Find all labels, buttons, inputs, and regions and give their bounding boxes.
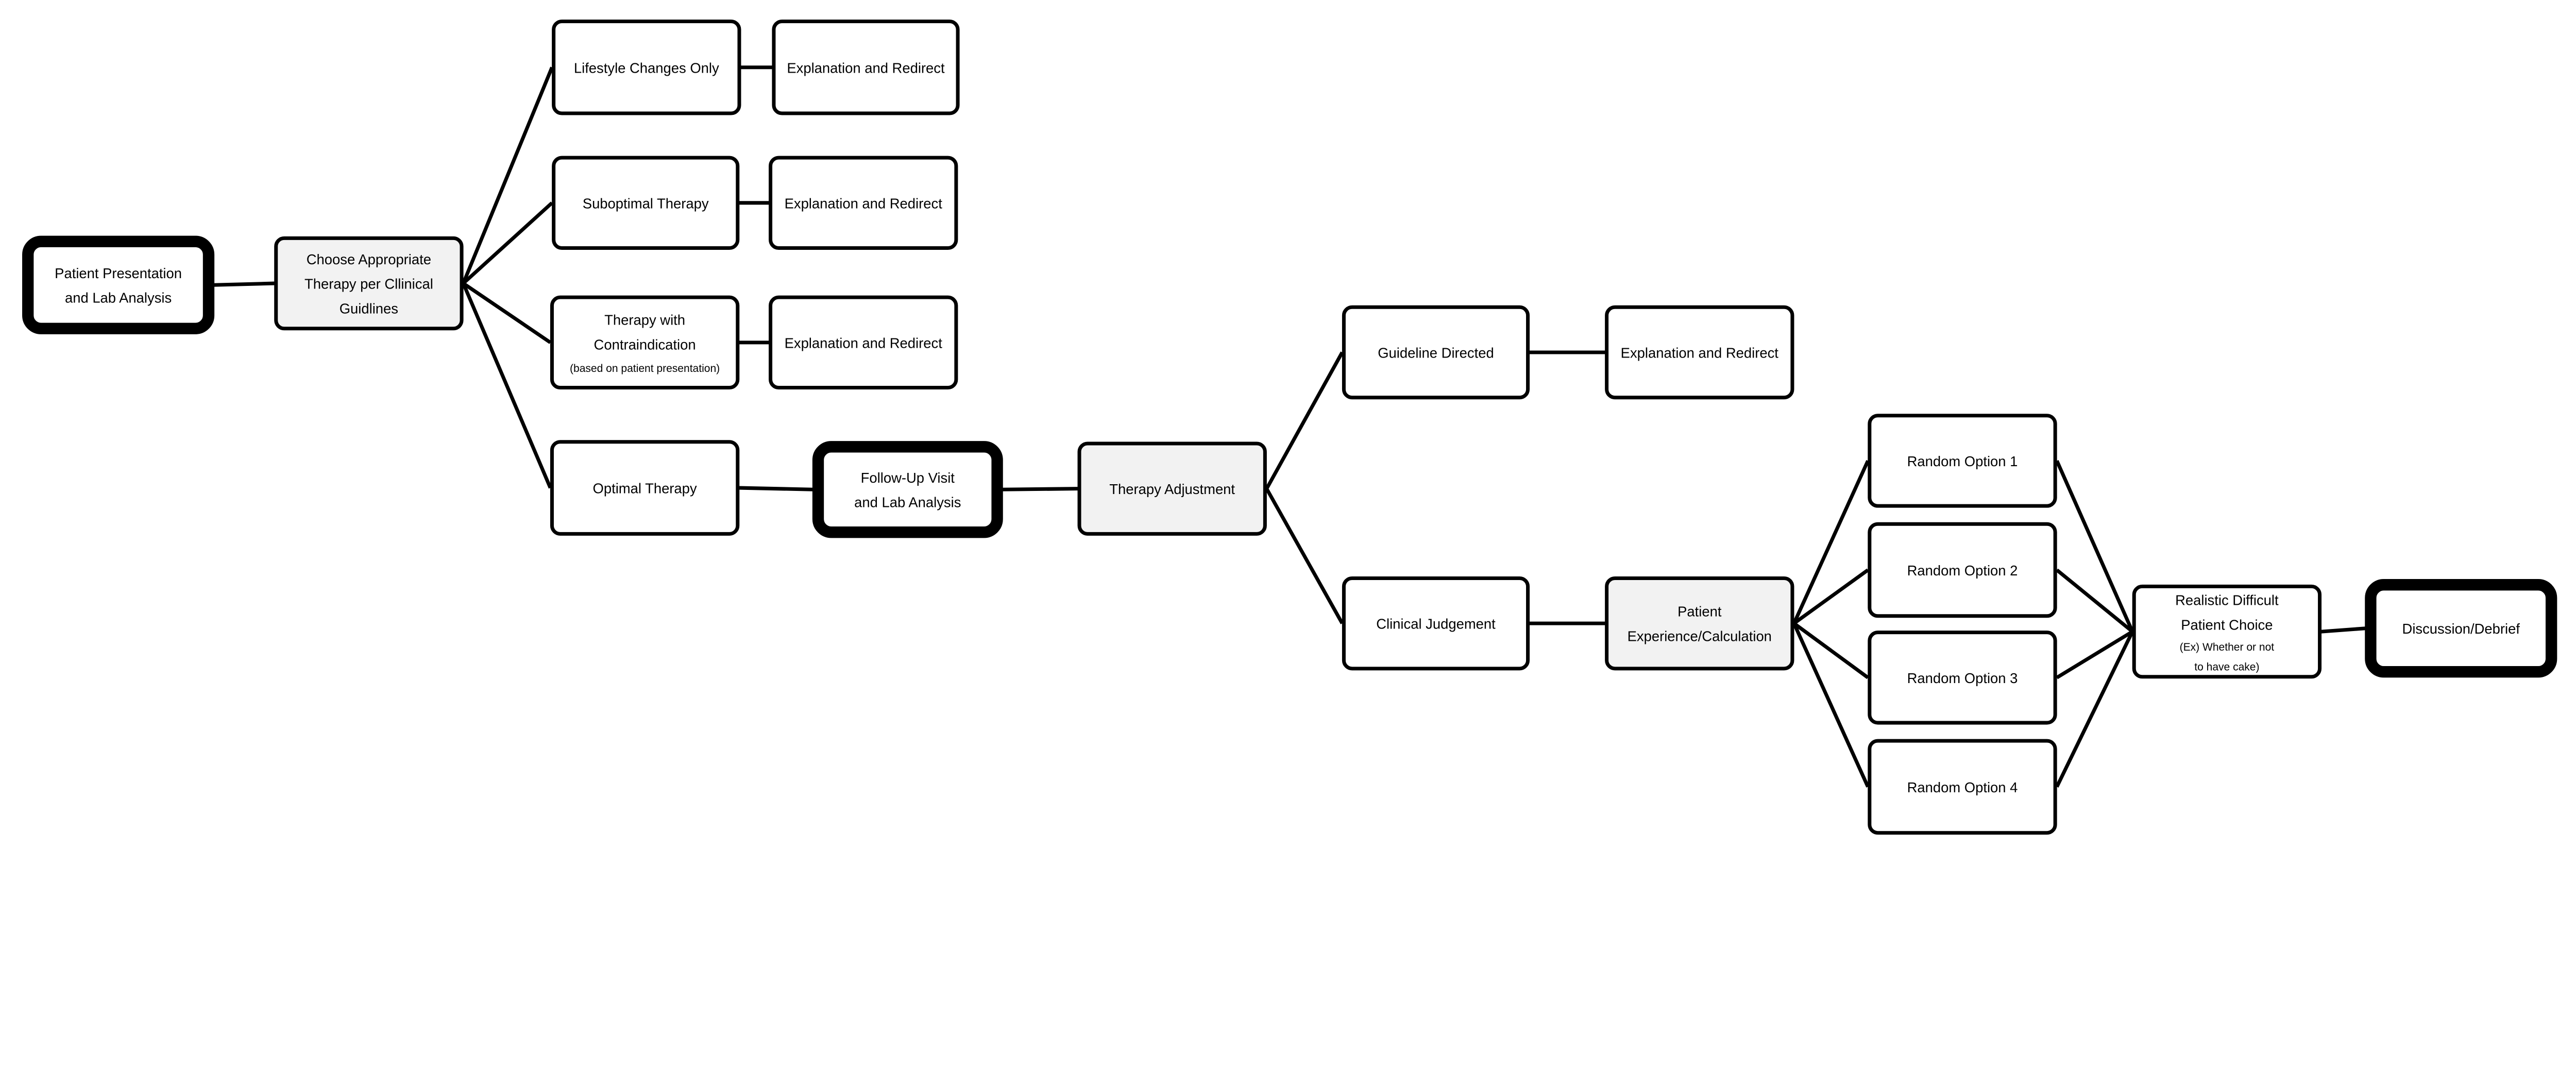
node-label: Realistic Difficult [2175, 592, 2279, 608]
connector-adjust-clinical [1265, 487, 1344, 624]
node-box [22, 235, 215, 334]
node-box [550, 440, 740, 536]
node-label: Lifestyle Changes Only [574, 60, 719, 76]
connector-r3-realistic [2056, 630, 2133, 679]
node-box [1342, 576, 1530, 671]
node-box [552, 156, 740, 250]
node-label: Patient Choice [2181, 617, 2273, 633]
node-box [769, 156, 958, 250]
node-r1[interactable]: Random Option 1 [1868, 414, 2057, 508]
node-patient[interactable]: Patient Presentation and Lab Analysis [22, 235, 215, 334]
node-expl3[interactable]: Explanation and Redirect [769, 295, 958, 390]
node-label: Suboptimal Therapy [583, 195, 709, 211]
connector-choose-subopt [462, 201, 553, 285]
node-expl4[interactable]: Explanation and Redirect [1605, 305, 1794, 400]
node-label: Patient [1677, 604, 1722, 620]
node-box [1868, 631, 2057, 725]
node-box [1605, 576, 1794, 671]
node-label: Explanation and Redirect [787, 60, 945, 76]
node-label: to have cake) [2194, 661, 2259, 673]
node-r4[interactable]: Random Option 4 [1868, 739, 2057, 835]
node-box [550, 295, 740, 390]
node-label: Choose Appropriate [307, 251, 431, 267]
connector-patexp-r2 [1793, 568, 1869, 625]
node-followup[interactable]: Follow-Up Visit and Lab Analysis [812, 441, 1003, 538]
node-box [2365, 579, 2557, 678]
node-box [552, 19, 741, 115]
node-label: Guideline Directed [1378, 345, 1494, 361]
node-label: Patient Presentation [55, 265, 182, 281]
node-label: Explanation and Redirect [1621, 345, 1779, 361]
connector-r1-realistic [2055, 460, 2134, 633]
node-box [274, 236, 464, 331]
node-label: Guidlines [340, 300, 398, 316]
connector-r4-realistic [2055, 631, 2134, 788]
connector-choose-optimal [462, 282, 552, 489]
node-label: Random Option 1 [1907, 453, 2018, 469]
connector-patexp-r3 [1793, 622, 1869, 679]
node-clinical[interactable]: Clinical Judgement [1342, 576, 1530, 671]
node-expl1[interactable]: Explanation and Redirect [772, 19, 960, 115]
node-label: Therapy with [604, 312, 685, 328]
connector-choose-lifestyle [461, 66, 554, 284]
node-r2[interactable]: Random Option 2 [1868, 522, 2057, 618]
node-box [1868, 522, 2057, 618]
node-label: Contraindication [594, 337, 696, 353]
node-box [769, 295, 958, 390]
node-label: Therapy Adjustment [1109, 481, 1235, 497]
node-label: Clinical Judgement [1376, 616, 1496, 632]
node-box [2132, 584, 2322, 679]
therapy-flow-diagram: Patient Presentation and Lab Analysis Choo… [22, 19, 2557, 835]
node-box [1605, 305, 1794, 400]
connector-patexp-r1 [1792, 460, 1870, 624]
connector-patient-choose [213, 281, 275, 287]
node-adjust[interactable]: Therapy Adjustment [1077, 441, 1267, 536]
node-label: Therapy per Cllinical [304, 276, 433, 292]
node-guideline[interactable]: Guideline Directed [1342, 305, 1530, 400]
node-label: Optimal Therapy [593, 481, 697, 497]
node-label: Follow-Up Visit [861, 470, 955, 486]
node-label: Random Option 2 [1907, 563, 2018, 578]
connector-layer [213, 65, 2366, 788]
node-expl2[interactable]: Explanation and Redirect [769, 156, 958, 250]
connector-choose-contra [462, 282, 552, 344]
node-label: Explanation and Redirect [785, 195, 943, 211]
node-optimal[interactable]: Optimal Therapy [550, 440, 740, 536]
node-box [1077, 441, 1267, 536]
connector-optimal-followup [739, 486, 814, 491]
node-box [1342, 305, 1530, 400]
node-label: Random Option 3 [1907, 670, 2018, 686]
node-label: Explanation and Redirect [785, 335, 943, 351]
node-layer: Patient Presentation and Lab Analysis Choo… [22, 19, 2557, 835]
node-label: (Ex) Whether or not [2180, 641, 2275, 653]
node-box [772, 19, 960, 115]
node-label: and Lab Analysis [65, 290, 172, 306]
node-debrief[interactable]: Discussion/Debrief [2365, 579, 2557, 678]
node-subopt[interactable]: Suboptimal Therapy [552, 156, 740, 250]
node-label: and Lab Analysis [854, 495, 961, 511]
node-label: (based on patient presentation) [570, 363, 720, 375]
connector-realistic-debrief [2321, 626, 2366, 634]
node-r3[interactable]: Random Option 3 [1868, 631, 2057, 725]
node-box [1868, 414, 2057, 508]
node-label: Discussion/Debrief [2402, 621, 2520, 637]
connector-patexp-r4 [1792, 622, 1870, 788]
connector-followup-adjust [1002, 487, 1078, 491]
connector-adjust-guideline [1265, 351, 1344, 490]
node-label: Experience/Calculation [1628, 628, 1772, 644]
node-box [1868, 739, 2057, 835]
connector-r2-realistic [2056, 568, 2134, 633]
node-lifestyle[interactable]: Lifestyle Changes Only [552, 19, 741, 115]
node-box [812, 441, 1003, 538]
node-label: Random Option 4 [1907, 779, 2018, 795]
